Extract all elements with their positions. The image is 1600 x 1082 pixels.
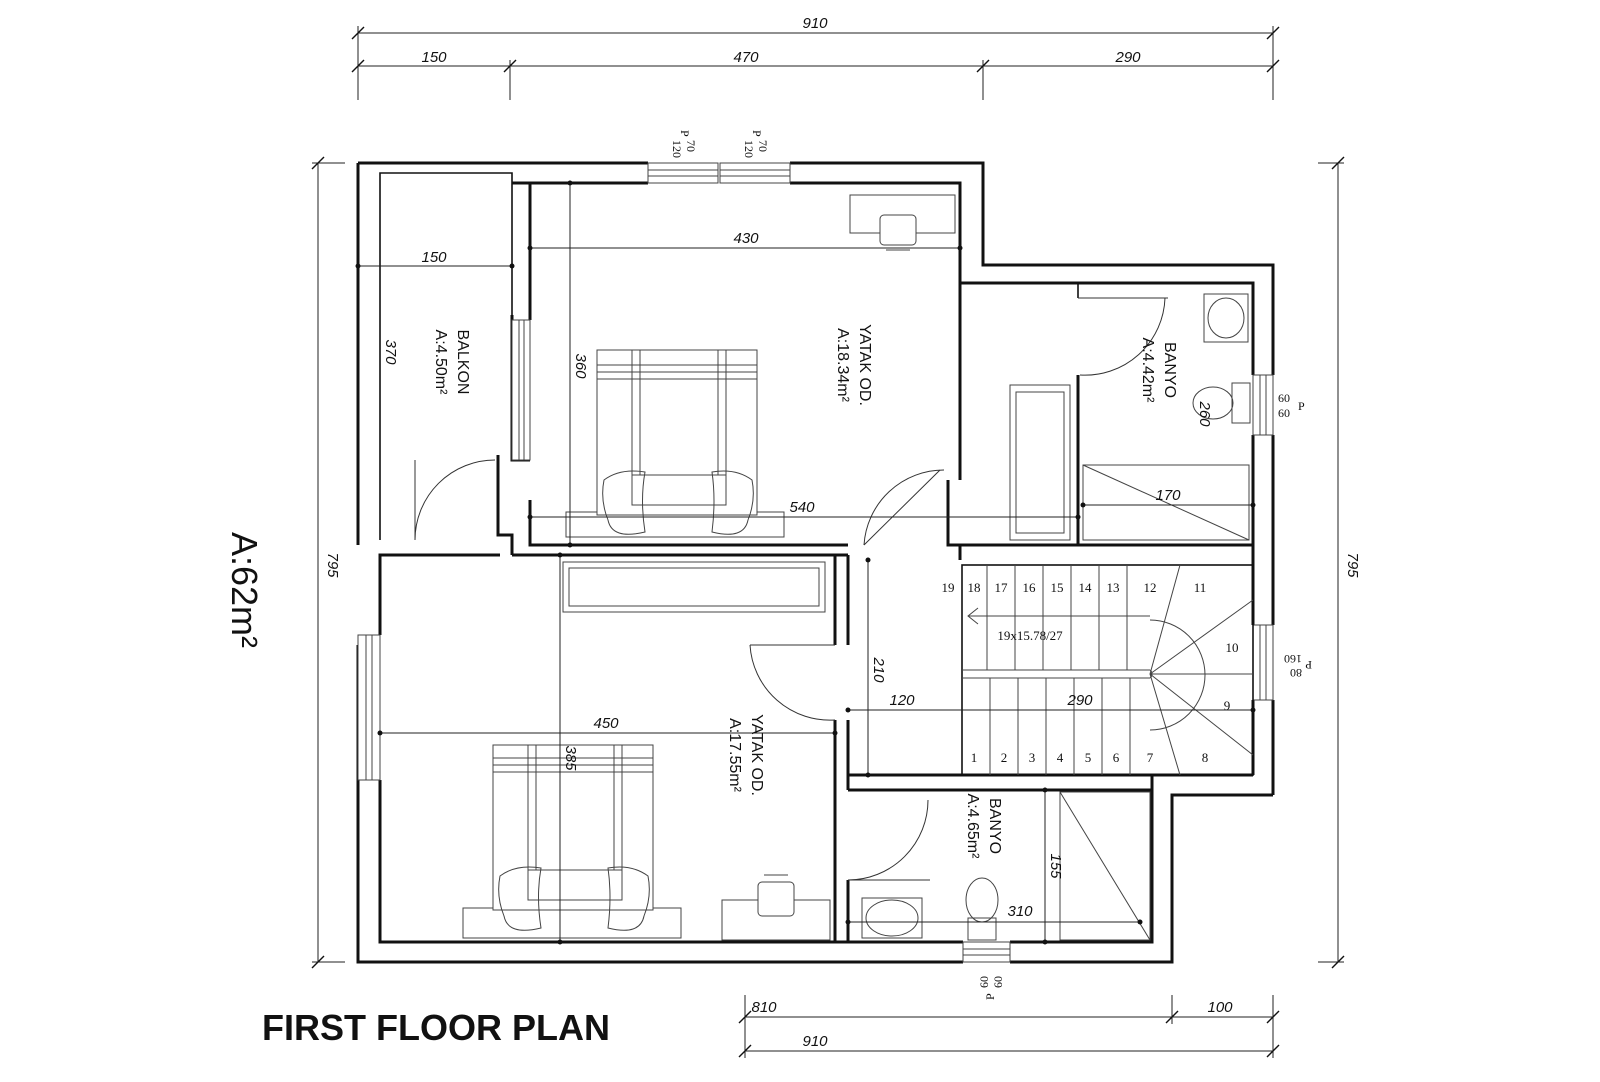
stair-step: 7 [1147,750,1154,765]
room-bath2-name: BANYO [986,798,1003,854]
window-5-type: P [983,993,997,1000]
double-bed-1 [565,349,785,538]
stair-step: 3 [1029,750,1036,765]
room-bath1-area: A:4.42m² [1139,338,1156,404]
dim-left-height: 795 [324,552,341,578]
desk-1 [849,194,956,251]
bath1-fixtures [1082,293,1251,541]
stair-step: 15 [1051,580,1064,595]
desk-2 [721,874,831,941]
double-bed-2 [462,744,682,939]
stair-step: 17 [995,580,1009,595]
stair-step: 4 [1057,750,1064,765]
room-labels: BALKON A:4.50m² YATAK OD. A:18.34m² BANY… [432,324,1178,859]
wardrobe-2 [562,561,826,613]
bath2-fixtures [861,791,1151,941]
dim-hall-depth: 210 [870,656,887,683]
dim-bottom-right: 100 [1207,999,1233,1016]
dim-top-mid: 470 [733,49,759,66]
stair-step: 14 [1079,580,1093,595]
total-area: A:62m² [224,532,265,648]
dim-bath1-width: 170 [1155,487,1181,504]
stair-step: 18 [968,580,981,595]
window-5-den: 60 [991,976,1005,988]
room-bed1-name: YATAK OD. [856,324,873,406]
stair-spec: 19x15.78/27 [997,628,1063,643]
stair-step: 9 [1224,698,1231,713]
dim-bath2-width: 310 [1007,903,1033,920]
doors [414,297,1168,881]
dimension-lines [311,26,1345,1058]
dim-bath1-depth: 260 [1196,400,1213,427]
dimension-labels: 910 150 470 290 795 795 810 100 910 [324,15,1361,1050]
window-4-type: P [1305,658,1312,672]
window-1-num: 70 [684,140,698,152]
plan-title: FIRST FLOOR PLAN [262,1007,610,1048]
stair-step: 5 [1085,750,1092,765]
dim-bath2-depth: 155 [1047,853,1064,879]
dim-hall-width: 120 [889,692,915,709]
dim-bed1-lower: 540 [789,499,815,516]
interior-dimensions [355,180,1256,945]
window-labels: P 70 120 P 70 120 60 60 P 80 160 P 60 60… [670,130,1312,1000]
stair-step: 11 [1194,580,1207,595]
stair-step: 12 [1144,580,1157,595]
dim-balcony-depth: 370 [382,339,399,365]
stair-step: 8 [1202,750,1209,765]
dim-stair-width: 290 [1066,692,1093,709]
window-1-type: P [678,130,692,137]
dim-right-height: 795 [1344,552,1361,578]
dim-top-total: 910 [802,15,828,32]
stair-step: 10 [1226,640,1239,655]
stair-step: 16 [1023,580,1037,595]
stair-step: 2 [1001,750,1008,765]
window-1-den: 120 [670,140,684,158]
staircase [961,564,1254,776]
window-3-type: P [1298,399,1305,413]
room-bed1-area: A:18.34m² [834,328,851,402]
window-4-num: 80 [1290,666,1302,680]
room-bath2-area: A:4.65m² [964,794,981,860]
dim-bed1-width: 430 [733,230,759,247]
stair-step: 6 [1113,750,1120,765]
window-3-num: 60 [1278,391,1290,405]
dim-balcony-width: 150 [421,249,447,266]
window-5-num: 60 [977,976,991,988]
room-balcony-name: BALKON [454,330,471,395]
stair-step: 19 [942,580,955,595]
stair-step: 13 [1107,580,1120,595]
dim-bed2-width: 450 [593,715,619,732]
dim-bed2-depth: 385 [562,745,579,771]
window-3-den: 60 [1278,406,1290,420]
room-bath1-name: BANYO [1161,342,1178,398]
window-4-den: 160 [1284,652,1302,666]
stair-step-numbers: 1 2 3 4 5 6 7 8 9 10 11 12 13 14 15 16 1… [942,580,1239,765]
dim-top-left: 150 [421,49,447,66]
room-bed2-area: A:17.55m² [726,718,743,792]
room-balcony-area: A:4.50m² [432,330,449,396]
room-bed2-name: YATAK OD. [748,714,765,796]
dim-bottom-total: 910 [802,1033,828,1050]
interior-dimension-labels: 430 360 540 150 370 170 260 120 210 290 … [382,230,1213,920]
dim-bottom-left: 810 [751,999,777,1016]
window-2-type: P [750,130,764,137]
window-2-den: 120 [742,140,756,158]
window-2-num: 70 [756,140,770,152]
furniture [462,194,1251,941]
stair-step: 1 [971,750,978,765]
dim-top-right: 290 [1114,49,1141,66]
wardrobe-1 [1009,384,1071,541]
windows [357,162,1274,963]
dim-bed1-depth: 360 [572,353,589,379]
